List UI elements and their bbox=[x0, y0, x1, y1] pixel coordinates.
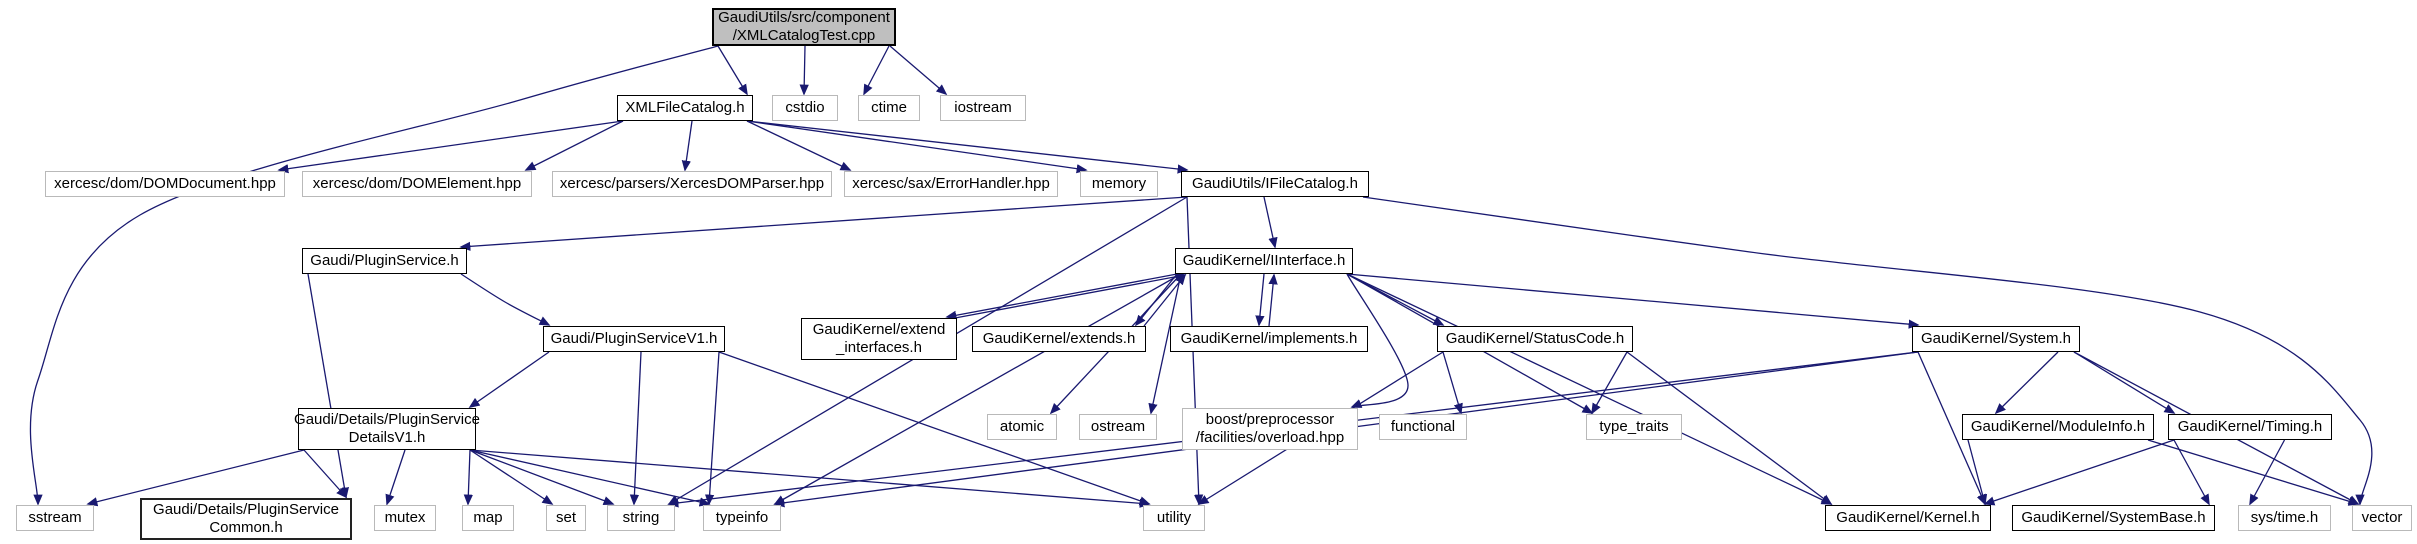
edge-extends-iinterface bbox=[1143, 273, 1187, 327]
edge-statuscode-kernel bbox=[1626, 351, 1833, 505]
node-extifaces[interactable]: GaudiKernel/extend _interfaces.h bbox=[801, 318, 957, 360]
edge-timing-systime bbox=[2249, 439, 2286, 506]
edge-xmlfc-ifc bbox=[746, 120, 1189, 174]
edge-xmlfc-memory bbox=[746, 120, 1088, 174]
edge-moduleinfo-vector bbox=[2147, 439, 2360, 506]
node-ctime: ctime bbox=[858, 95, 920, 121]
edge-timing-systembase bbox=[2173, 439, 2210, 506]
edge-iinterface-implements bbox=[1255, 273, 1265, 327]
edge-statuscode-typetraits bbox=[1591, 351, 1628, 415]
edge-ifc-iinterface bbox=[1263, 196, 1278, 249]
node-functional: functional bbox=[1379, 414, 1467, 440]
node-domelem: xercesc/dom/DOMElement.hpp bbox=[302, 171, 532, 197]
edge-iinterface-ostream bbox=[1148, 273, 1182, 415]
node-systime: sys/time.h bbox=[2238, 505, 2331, 531]
edge-xmlfc-errhandler bbox=[746, 120, 852, 171]
edge-xmlfc-parser bbox=[681, 120, 693, 172]
node-iostream: iostream bbox=[940, 95, 1026, 121]
edge-pluginservice-common bbox=[307, 273, 349, 499]
node-errhandler: xercesc/sax/ErrorHandler.hpp bbox=[844, 171, 1058, 197]
node-kernel[interactable]: GaudiKernel/Kernel.h bbox=[1825, 505, 1991, 531]
node-extends[interactable]: GaudiKernel/extends.h bbox=[972, 326, 1146, 352]
edge-system-moduleinfo bbox=[1994, 351, 2059, 415]
node-systembase[interactable]: GaudiKernel/SystemBase.h bbox=[2012, 505, 2215, 531]
node-system[interactable]: GaudiKernel/System.h bbox=[1912, 326, 2080, 352]
node-cstdio: cstdio bbox=[772, 95, 838, 121]
node-common[interactable]: Gaudi/Details/PluginService Common.h bbox=[140, 498, 352, 540]
edge-cpp-cstdio bbox=[799, 45, 809, 96]
edge-detailsv1-mutex bbox=[385, 449, 406, 506]
node-xmlfc[interactable]: XMLFileCatalog.h bbox=[617, 95, 753, 121]
edge-moduleinfo-kernel bbox=[1967, 439, 1988, 506]
node-memory: memory bbox=[1080, 171, 1158, 197]
node-iinterface[interactable]: GaudiKernel/IInterface.h bbox=[1175, 248, 1353, 274]
node-cpp: GaudiUtils/src/component /XMLCatalogTest… bbox=[712, 8, 896, 46]
edge-xmlfc-domdoc bbox=[277, 120, 624, 174]
node-typeinfo: typeinfo bbox=[703, 505, 781, 531]
node-boost: boost/preprocessor /facilities/overload.… bbox=[1182, 408, 1358, 450]
edge-system-kernel bbox=[1917, 351, 1986, 506]
node-psv1[interactable]: Gaudi/PluginServiceV1.h bbox=[543, 326, 725, 352]
node-timing[interactable]: GaudiKernel/Timing.h bbox=[2168, 414, 2332, 440]
node-ostream: ostream bbox=[1079, 414, 1157, 440]
edge-pluginservice-psv1 bbox=[460, 273, 551, 326]
edge-ifc-pluginservice bbox=[459, 196, 1188, 251]
node-statuscode[interactable]: GaudiKernel/StatusCode.h bbox=[1437, 326, 1633, 352]
edge-detailsv1-map bbox=[463, 449, 473, 506]
edge-statuscode-functional bbox=[1442, 351, 1463, 415]
node-vector: vector bbox=[2352, 505, 2412, 531]
edge-psv1-detailsv1 bbox=[468, 351, 550, 408]
edge-xmlfc-domelem bbox=[524, 120, 624, 171]
node-mutex: mutex bbox=[374, 505, 436, 531]
edge-detailsv1-utility bbox=[469, 449, 1151, 508]
edge-iinterface-boost bbox=[1346, 273, 1409, 408]
edge-cpp-xmlfc bbox=[717, 45, 748, 96]
edge-detailsv1-string bbox=[469, 449, 615, 506]
node-typetraits: type_traits bbox=[1586, 414, 1682, 440]
edge-psv1-string bbox=[629, 351, 642, 506]
node-parser: xercesc/parsers/XercesDOMParser.hpp bbox=[552, 171, 832, 197]
edge-detailsv1-sstream bbox=[86, 449, 305, 507]
edge-implements-iinterface bbox=[1268, 273, 1278, 327]
edge-psv1-typeinfo bbox=[704, 351, 720, 506]
node-atomic: atomic bbox=[987, 414, 1057, 440]
edge-extifaces-iinterface bbox=[954, 272, 1187, 319]
edge-iinterface-kernel bbox=[1346, 273, 1833, 505]
node-sstream: sstream bbox=[16, 505, 94, 531]
node-ifc[interactable]: GaudiUtils/IFileCatalog.h bbox=[1181, 171, 1369, 197]
edge-ifc-vector bbox=[1362, 196, 2373, 506]
node-implements[interactable]: GaudiKernel/implements.h bbox=[1170, 326, 1368, 352]
node-moduleinfo[interactable]: GaudiKernel/ModuleInfo.h bbox=[1962, 414, 2154, 440]
edge-detailsv1-set bbox=[469, 449, 554, 505]
node-pluginservice[interactable]: Gaudi/PluginService.h bbox=[302, 248, 467, 274]
edge-iinterface-system bbox=[1346, 273, 1920, 329]
node-string: string bbox=[607, 505, 675, 531]
edge-detailsv1-common bbox=[303, 449, 348, 499]
node-map: map bbox=[462, 505, 514, 531]
edge-iinterface-extifaces bbox=[945, 273, 1178, 320]
node-detailsv1[interactable]: Gaudi/Details/PluginService DetailsV1.h bbox=[294, 408, 480, 450]
node-set: set bbox=[546, 505, 586, 531]
edge-detailsv1-typeinfo bbox=[469, 449, 711, 507]
edge-psv1-utility bbox=[718, 351, 1151, 506]
edge-system-timing bbox=[2073, 351, 2176, 414]
edge-cpp-iostream bbox=[889, 45, 948, 96]
node-domdoc: xercesc/dom/DOMDocument.hpp bbox=[45, 171, 285, 197]
edge-cpp-ctime bbox=[863, 45, 890, 96]
edge-iinterface-typeinfo bbox=[773, 273, 1182, 505]
edge-timing-kernel bbox=[1983, 439, 2175, 506]
node-utility: utility bbox=[1143, 505, 1205, 531]
